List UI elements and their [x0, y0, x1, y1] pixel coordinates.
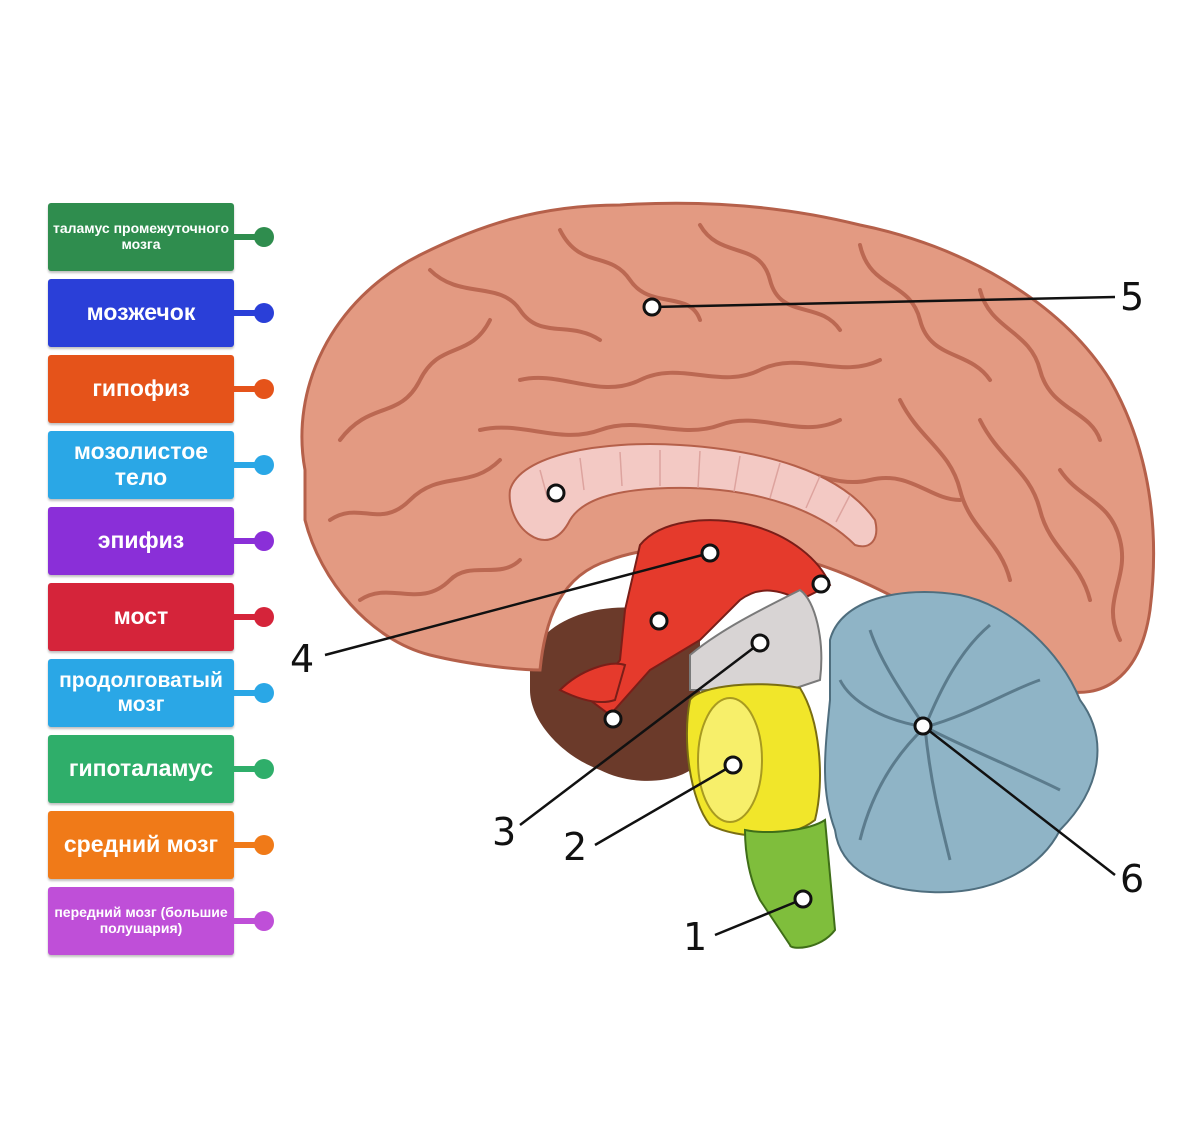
label-thalamus-text: таламус промежуточного мозга — [52, 220, 230, 252]
label-handle[interactable] — [254, 835, 274, 855]
label-epiphysis[interactable]: эпифиз — [48, 507, 274, 575]
label-medulla-text: продолговатый мозг — [59, 669, 223, 716]
label-corpus-callosum-text: мозолистое тело — [73, 438, 209, 490]
target-point[interactable] — [811, 574, 831, 594]
corpus-callosum-region — [508, 443, 878, 548]
label-connector — [234, 690, 262, 696]
label-corpus-callosum[interactable]: мозолистое тело — [48, 431, 274, 499]
target-point[interactable] — [649, 611, 669, 631]
label-midbrain-text: средний мозг — [63, 831, 219, 858]
label-thalamus[interactable]: таламус промежуточного мозга — [48, 203, 274, 271]
label-connector — [234, 310, 262, 316]
number-2: 2 — [563, 825, 587, 869]
label-handle[interactable] — [254, 303, 274, 323]
label-connector — [234, 614, 262, 620]
label-pons-text: мост — [113, 603, 169, 630]
label-connector — [234, 462, 262, 468]
label-handle[interactable] — [254, 683, 274, 703]
target-points — [546, 297, 933, 909]
label-connector — [234, 538, 262, 544]
label-cerebellum-text: мозжечок — [86, 299, 196, 326]
gyri-pattern — [328, 223, 1125, 642]
number-1: 1 — [683, 915, 707, 959]
cerebellum-region — [824, 591, 1099, 894]
target-point[interactable] — [913, 716, 933, 736]
label-forebrain[interactable]: передний мозг (большие полушария) — [48, 887, 274, 955]
target-point[interactable] — [642, 297, 662, 317]
label-connector — [234, 766, 262, 772]
label-hypothalamus[interactable]: гипоталамус — [48, 735, 274, 803]
label-hypothalamus-text: гипоталамус — [68, 755, 214, 782]
target-point[interactable] — [700, 543, 720, 563]
label-midbrain[interactable]: средний мозг — [48, 811, 274, 879]
pituitary-region — [558, 662, 627, 703]
label-connector — [234, 386, 262, 392]
target-point[interactable] — [723, 755, 743, 775]
label-pituitary[interactable]: гипофиз — [48, 355, 274, 423]
label-handle[interactable] — [254, 379, 274, 399]
number-3: 3 — [492, 810, 516, 854]
number-6: 6 — [1120, 857, 1144, 901]
label-handle[interactable] — [254, 455, 274, 475]
label-cerebellum[interactable]: мозжечок — [48, 279, 274, 347]
number-4: 4 — [290, 637, 314, 681]
label-handle[interactable] — [254, 911, 274, 931]
corpus-callosum-striations — [539, 450, 851, 523]
medulla-region — [743, 818, 837, 949]
label-medulla[interactable]: продолговатый мозг — [48, 659, 274, 727]
cerebral-hemisphere — [300, 201, 1156, 694]
target-point[interactable] — [546, 483, 566, 503]
label-handle[interactable] — [254, 531, 274, 551]
label-connector — [234, 842, 262, 848]
label-handle[interactable] — [254, 607, 274, 627]
target-point[interactable] — [750, 633, 770, 653]
label-forebrain-text: передний мозг (большие полушария) — [54, 904, 228, 936]
label-connector — [234, 234, 262, 240]
label-handle[interactable] — [254, 759, 274, 779]
arbor-vitae — [838, 623, 1061, 861]
label-pons[interactable]: мост — [48, 583, 274, 651]
label-pituitary-text: гипофиз — [92, 375, 190, 402]
target-point[interactable] — [603, 709, 623, 729]
leader-lines — [324, 295, 1116, 937]
label-connector — [234, 918, 262, 924]
number-5: 5 — [1120, 275, 1144, 319]
label-epiphysis-text: эпифиз — [97, 527, 185, 554]
target-point[interactable] — [793, 889, 813, 909]
label-handle[interactable] — [254, 227, 274, 247]
